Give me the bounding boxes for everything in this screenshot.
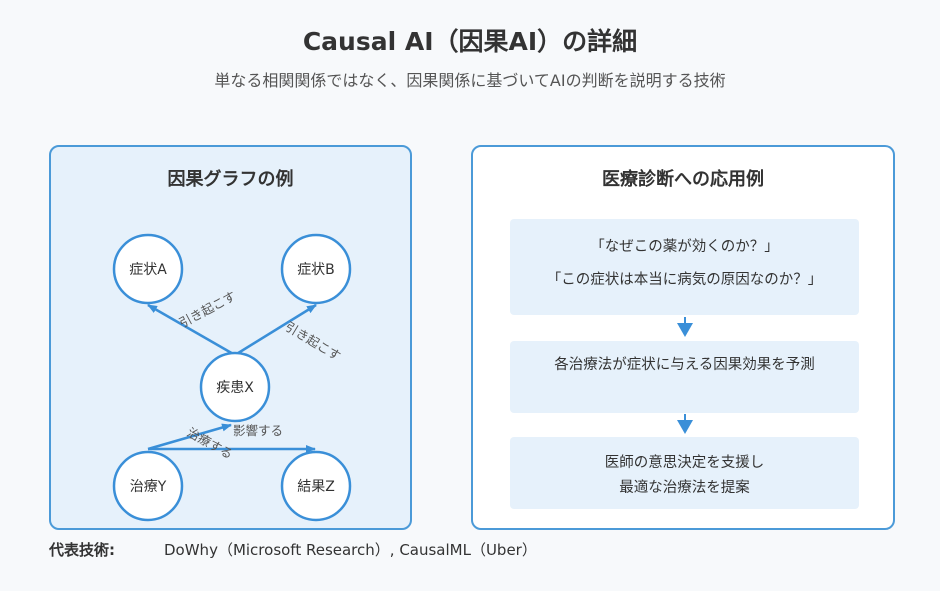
- node-symptom-b: 症状B: [280, 233, 352, 305]
- step-support-line2: 最適な治療法を提案: [619, 480, 750, 496]
- node-result-z-label: 結果Z: [297, 479, 335, 495]
- node-symptom-a-label: 症状A: [129, 262, 167, 278]
- step-question-line2: 「この症状は本当に病気の原因なのか？」: [546, 272, 823, 288]
- edge-label-x-to-b: 引き起こす: [282, 319, 343, 364]
- causal-graph-panel: 因果グラフの例 引き起こす 引き起こす 影響する 治療する 症状A 症状B 疾患…: [49, 145, 412, 530]
- node-symptom-a: 症状A: [112, 233, 184, 305]
- flow-arrow-1-stem: [684, 317, 686, 325]
- node-result-z: 結果Z: [280, 450, 352, 522]
- causal-graph-title: 因果グラフの例: [167, 169, 294, 190]
- edge-x-to-a: [147, 303, 236, 357]
- node-treatment-y: 治療Y: [112, 450, 184, 522]
- medical-application-panel: 医療診断への応用例 「なぜこの薬が効くのか？」 「この症状は本当に病気の原因なの…: [471, 145, 895, 530]
- step-support: 医師の意思決定を支援し 最適な治療法を提案: [510, 437, 859, 509]
- step-question: 「なぜこの薬が効くのか？」 「この症状は本当に病気の原因なのか？」: [510, 219, 859, 315]
- edge-label-y-to-x: 影響する: [233, 423, 283, 438]
- page-subtitle: 単なる相関関係ではなく、因果関係に基づいてAIの判断を説明する技術: [214, 71, 726, 90]
- node-symptom-b-label: 症状B: [297, 262, 335, 278]
- edge-y-to-x: [147, 423, 232, 451]
- edge-x-to-b: [234, 303, 317, 357]
- footer: 代表技術: DoWhy（Microsoft Research）, CausalML…: [49, 539, 537, 560]
- medical-application-title: 医療診断への応用例: [602, 169, 764, 190]
- edge-label-x-to-a: 引き起こす: [176, 288, 238, 330]
- node-treatment-y-label: 治療Y: [130, 478, 167, 495]
- causal-graph: 引き起こす 引き起こす 影響する 治療する 症状A 症状B 疾患X 治療Y 結果…: [112, 233, 352, 522]
- flow-arrow-2-stem: [684, 414, 686, 422]
- step-predict-line1: 各治療法が症状に与える因果効果を予測: [554, 357, 815, 373]
- step-support-line1: 医師の意思決定を支援し: [604, 455, 765, 471]
- step-predict: 各治療法が症状に与える因果効果を予測: [510, 341, 859, 413]
- flow-arrow-2: [677, 420, 693, 434]
- flow-arrow-1: [677, 323, 693, 337]
- footer-label: 代表技術:: [49, 541, 115, 559]
- page-title: Causal AI（因果AI）の詳細: [302, 27, 638, 56]
- node-disease-x-label: 疾患X: [216, 380, 254, 396]
- step-question-line1: 「なぜこの薬が効くのか？」: [590, 239, 779, 255]
- footer-value: DoWhy（Microsoft Research）, CausalML（Uber…: [164, 541, 537, 559]
- node-disease-x: 疾患X: [199, 351, 271, 423]
